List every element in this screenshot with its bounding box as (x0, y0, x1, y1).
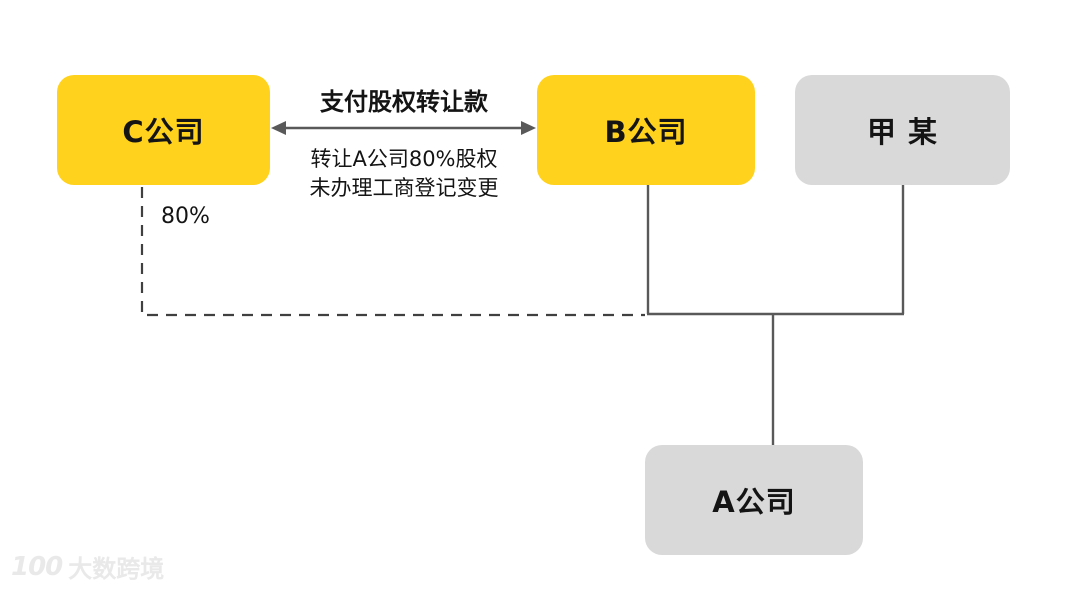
ownership-percent-label: 80% (161, 204, 210, 229)
watermark: 100 大数跨境 (11, 549, 164, 584)
node-person-jia-label: 甲 某 (866, 115, 939, 149)
node-company-a-label: A公司 (712, 485, 796, 519)
transfer-note-line2: 未办理工商登记变更 (309, 176, 499, 200)
node-company-c: C公司 (57, 75, 270, 185)
node-person-jia: 甲 某 (795, 75, 1010, 185)
payment-arrow-label: 支付股权转让款 (320, 88, 488, 116)
transfer-note-line1: 转让A公司80%股权 (310, 147, 498, 171)
node-company-c-label: C公司 (122, 115, 205, 149)
node-company-a: A公司 (645, 445, 863, 555)
edge-c-dashed-ownership (140, 187, 645, 317)
node-company-b: B公司 (537, 75, 755, 185)
watermark-text: 大数跨境 (68, 555, 165, 583)
node-company-b-label: B公司 (604, 115, 688, 149)
arrowhead-left-icon (271, 121, 286, 135)
arrowhead-right-icon (521, 121, 536, 135)
watermark-logo-icon: 100 (11, 551, 63, 582)
transfer-note: 转让A公司80%股权 未办理工商登记变更 (310, 145, 499, 203)
